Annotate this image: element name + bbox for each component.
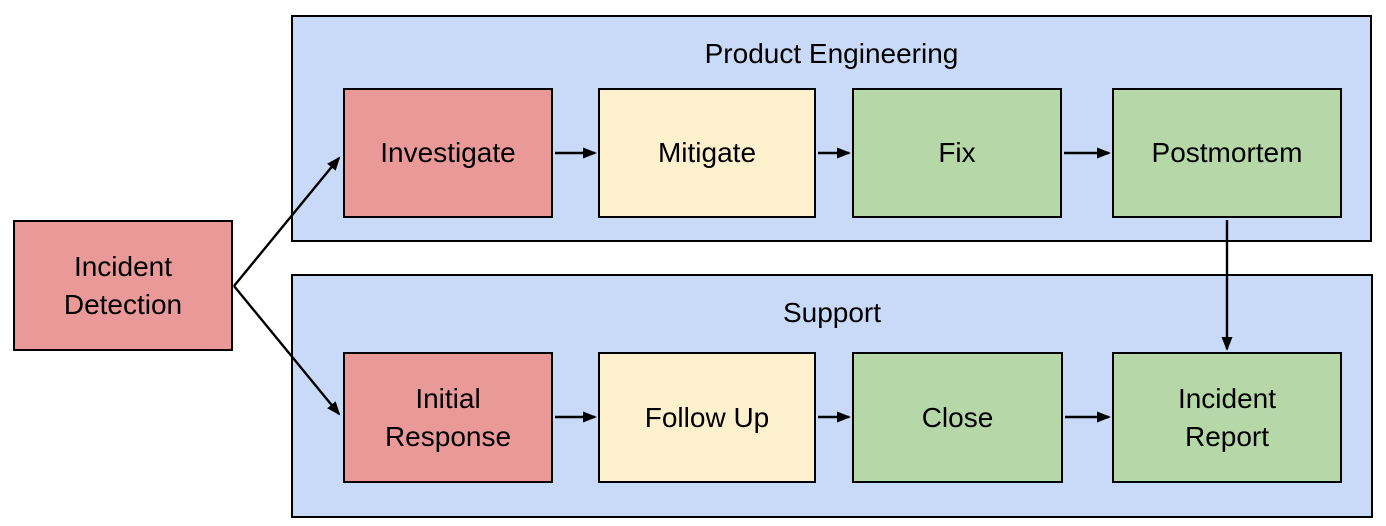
group-title-support: Support: [782, 297, 882, 328]
node-fix-label: Fix: [938, 137, 976, 169]
node-close-label: Close: [921, 401, 994, 433]
node-close: Close: [852, 352, 1063, 483]
node-incident-report: Incident Report: [1112, 352, 1342, 483]
node-mitigate: Mitigate: [598, 88, 816, 218]
node-incident-report-label: Incident Report: [1177, 382, 1277, 452]
node-postmortem: Postmortem: [1112, 88, 1342, 218]
node-follow-up-label: Follow Up: [644, 401, 770, 433]
node-initial-response: Initial Response: [343, 352, 553, 483]
node-fix: Fix: [852, 88, 1062, 218]
node-incident-detection-label: Incident Detection: [63, 250, 183, 320]
node-initial-response-label: Initial Response: [384, 382, 512, 452]
node-follow-up: Follow Up: [598, 352, 816, 483]
group-title-product-engineering: Product Engineering: [704, 38, 959, 69]
node-investigate: Investigate: [343, 88, 553, 218]
node-postmortem-label: Postmortem: [1151, 137, 1303, 169]
node-investigate-label: Investigate: [380, 137, 516, 169]
node-mitigate-label: Mitigate: [657, 137, 757, 169]
node-incident-detection: Incident Detection: [13, 220, 233, 351]
